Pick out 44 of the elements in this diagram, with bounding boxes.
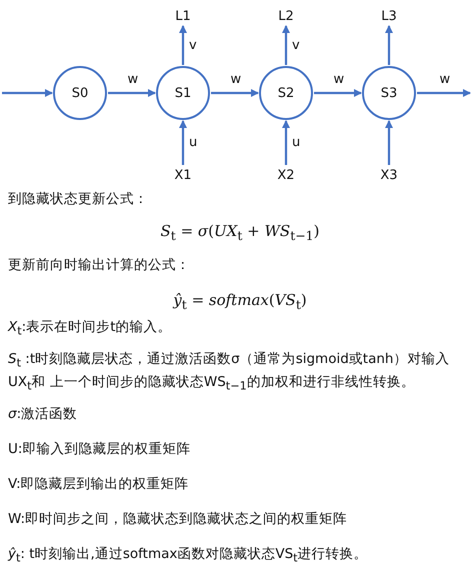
arrow: [2, 89, 53, 97]
node-label: X2: [274, 167, 298, 183]
node-label: X1: [171, 167, 195, 183]
edge-label: u: [188, 136, 198, 150]
node-label: S0: [72, 86, 88, 100]
definition-text: U:即输入到隐藏层的权重矩阵: [8, 440, 192, 459]
node-label: L2: [274, 8, 298, 24]
arrow: [417, 89, 471, 97]
arrow: [108, 89, 156, 97]
arrow: [282, 25, 290, 65]
definition-text: V:即隐藏层到输出的权重矩阵: [8, 475, 190, 494]
arrow: [314, 89, 362, 97]
node-label: S1: [174, 86, 192, 100]
definition-text: S$_{t}$ :t时刻隐藏层状态，通过激活函数σ（通常为sigmoid或tanh）对输入UX$_{t}$和 上一个时间步的隐藏状态WS$_{t−1}$的加权和进行非线性转换。: [8, 350, 450, 394]
edge-label: v: [291, 38, 301, 52]
node-label: S3: [380, 86, 398, 100]
formula: S$_{t}$ = σ(UX$_{t}$ + WS$_{t−1}$): [159, 222, 320, 245]
heading-text: 更新前向时输出计算的公式：: [8, 256, 191, 275]
edge-label: w: [230, 73, 242, 87]
arrow: [211, 89, 259, 97]
arrow: [179, 25, 187, 65]
arrow: [385, 25, 393, 65]
arrow: [282, 120, 290, 165]
node-label: L3: [377, 8, 401, 24]
state-circle: [53, 66, 107, 120]
node-label: S2: [278, 86, 294, 100]
edge-label: u: [291, 136, 302, 150]
heading-text: 到隐藏状态更新公式：: [8, 190, 149, 209]
definition-text: σ:激活函数: [8, 405, 78, 424]
state-circle: [362, 66, 416, 120]
edge-label: w: [438, 73, 452, 87]
definition-text: ŷ$_{t}$: t时刻输出,通过softmax函数对隐藏状态VS$_{t}$进行转换。: [8, 545, 369, 567]
state-circle: [259, 66, 313, 120]
edge-label: v: [188, 38, 198, 52]
node-label: L1: [171, 8, 195, 24]
state-circle: [156, 66, 210, 120]
formula: ŷ$_{t}$ = softmax(VS$_{t}$): [172, 291, 308, 314]
edge-label: w: [126, 73, 140, 87]
arrow: [179, 120, 187, 165]
definition-text: W:即时间步之间，隐藏状态到隐藏状态之间的权重矩阵: [8, 510, 348, 529]
arrow: [385, 120, 393, 165]
definition-text: X$_{t}$:表示在时间步t的输入。: [8, 318, 173, 340]
edge-label: w: [332, 73, 346, 87]
node-label: X3: [377, 167, 401, 183]
